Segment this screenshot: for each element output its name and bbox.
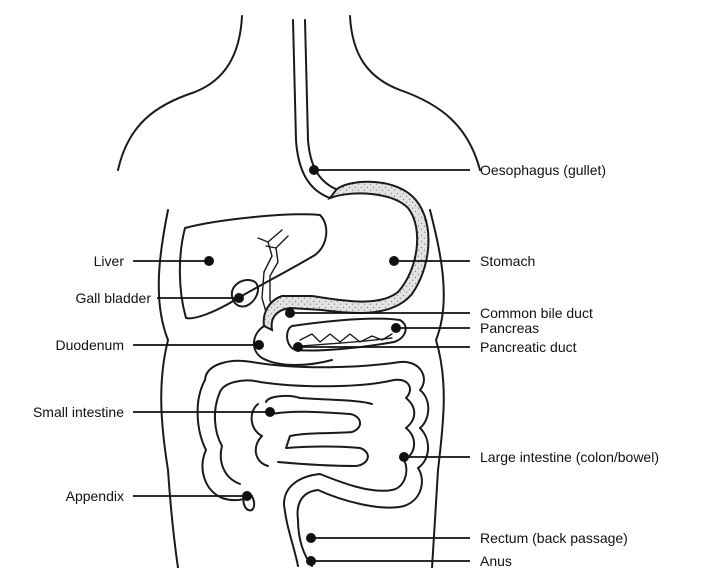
label-anus: Anus <box>480 553 512 568</box>
label-pancreatic-duct: Pancreatic duct <box>480 339 577 355</box>
label-oesophagus: Oesophagus (gullet) <box>480 162 606 178</box>
liver-marker <box>204 256 214 266</box>
label-gall-bladder: Gall bladder <box>76 290 152 306</box>
stomach-marker <box>389 256 399 266</box>
label-small-intestine: Small intestine <box>33 404 124 420</box>
label-common-bile-duct: Common bile duct <box>480 305 593 321</box>
rectum-marker <box>306 533 316 543</box>
common-bile-duct-marker <box>285 308 295 318</box>
stomach-shape <box>264 182 429 330</box>
large-intestine-marker <box>399 452 409 462</box>
label-appendix: Appendix <box>66 488 124 504</box>
pancreas-shape <box>287 319 406 351</box>
pancreatic-duct-marker <box>293 342 303 352</box>
label-liver: Liver <box>94 253 125 269</box>
label-pancreas: Pancreas <box>480 320 539 336</box>
label-stomach: Stomach <box>480 253 535 269</box>
label-rectum: Rectum (back passage) <box>480 530 628 546</box>
duodenum-marker <box>254 340 264 350</box>
anus-marker <box>306 556 316 566</box>
duodenum-shape <box>254 326 332 365</box>
small-intestine-marker <box>265 407 275 417</box>
appendix-marker <box>242 491 252 501</box>
small-intestine-shape <box>252 396 372 466</box>
label-duodenum: Duodenum <box>56 337 125 353</box>
body-outline <box>118 16 480 568</box>
label-large-intestine: Large intestine (colon/bowel) <box>480 449 659 465</box>
gall-bladder-marker <box>234 293 244 303</box>
pancreas-marker <box>391 323 401 333</box>
oesophagus-marker <box>309 165 319 175</box>
